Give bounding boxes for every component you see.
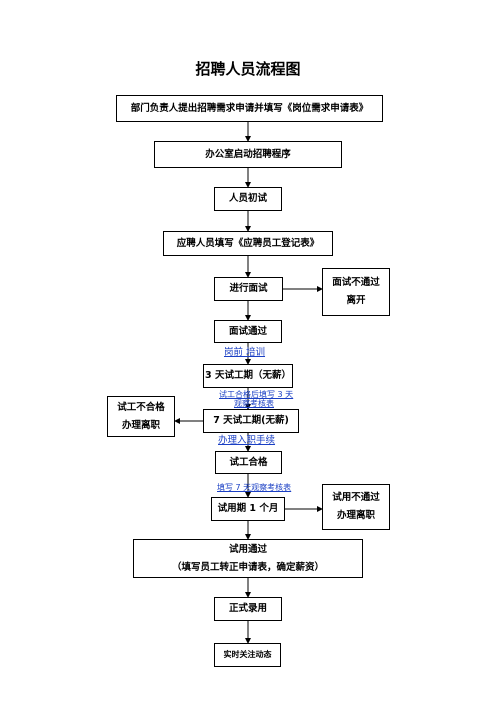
step-fill-registration-form: 应聘人员填写《应聘员工登记表》 [163, 231, 333, 256]
step-probation-passed: 试用通过 （填写员工转正申请表，确定薪资） [133, 539, 363, 578]
step-interview: 进行面试 [214, 277, 283, 301]
step-follow-up: 实时关注动态 [214, 643, 281, 667]
note-3-day-assessment-line1: 试工合格后填写 3 天 [219, 390, 294, 399]
step-submit-request: 部门负责人提出招聘需求申请并填写《岗位需求申请表》 [116, 95, 383, 122]
branch-probation-fail-line2: 办理离职 [336, 510, 375, 521]
step-probation-passed-line2: （填写员工转正申请表，确定薪资） [171, 561, 324, 573]
note-pre-job-training: 岗前 培训 [224, 347, 266, 358]
branch-interview-fail: 面试不通过 离开 [322, 268, 390, 316]
step-probation-1-month: 试用期 1 个月 [211, 497, 285, 521]
flowchart-title: 招聘人员流程图 [195, 60, 301, 78]
branch-trial-fail-line2: 办理离职 [121, 419, 160, 431]
branch-interview-fail-line2: 离开 [346, 295, 366, 306]
branch-interview-fail-line1: 面试不通过 [332, 277, 380, 289]
step-interview-passed: 面试通过 [214, 320, 282, 343]
step-start-recruitment: 办公室启动招聘程序 [154, 141, 342, 168]
step-7-day-trial: 7 天试工期(无薪) [203, 409, 299, 433]
step-initial-screening: 人员初试 [214, 187, 282, 211]
step-probation-passed-line1: 试用通过 [228, 543, 267, 555]
note-onboarding: 办理入职手续 [218, 435, 276, 446]
step-trial-passed: 试工合格 [215, 451, 282, 474]
branch-probation-fail-line1: 试用不通过 [332, 492, 380, 504]
branch-trial-fail: 试工不合格 办理离职 [107, 396, 175, 437]
step-3-day-trial: 3 天试工期（无薪） [203, 364, 293, 388]
branch-probation-fail: 试用不通过 办理离职 [322, 484, 390, 530]
step-formal-hiring: 正式录用 [214, 597, 282, 621]
note-3-day-assessment-line2: 观察考核表 [234, 399, 274, 408]
note-7-day-assessment: 填写 7 天观察考核表 [217, 483, 292, 492]
branch-trial-fail-line1: 试工不合格 [117, 401, 165, 413]
